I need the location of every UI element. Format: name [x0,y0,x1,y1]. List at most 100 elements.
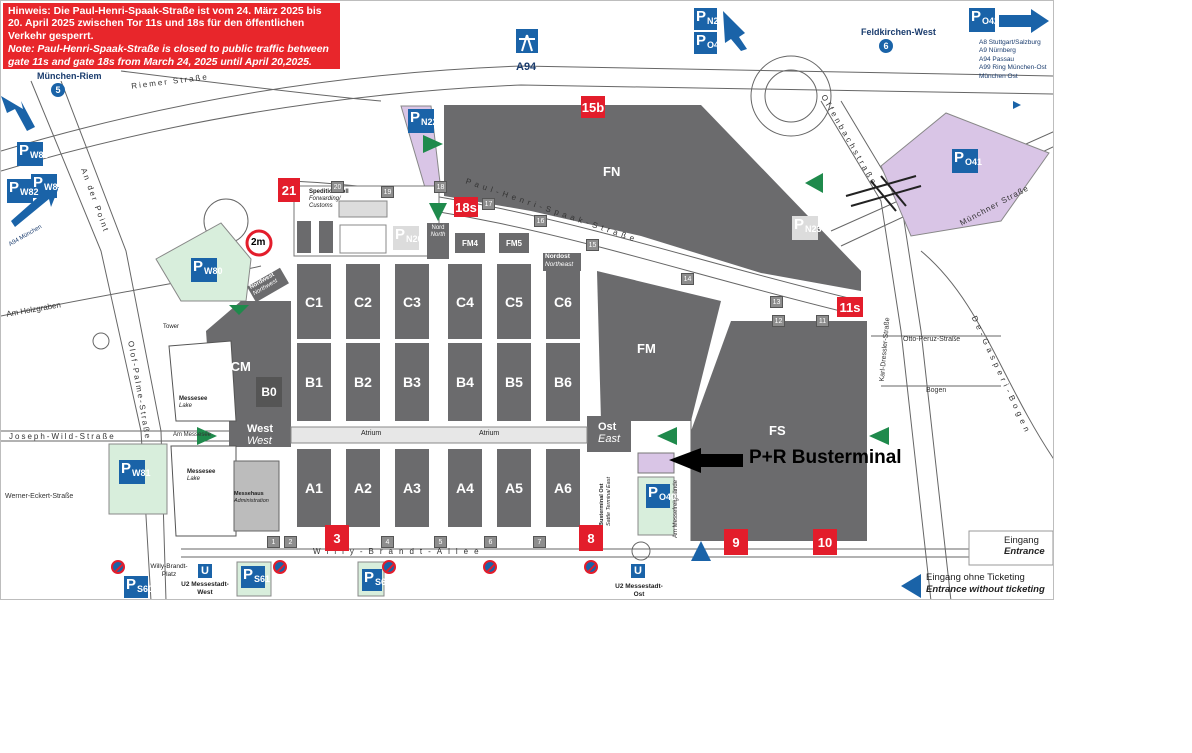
gate-11[interactable]: 11 [816,315,829,327]
atrium-label-2: Atrium [479,430,500,437]
hall-b3[interactable]: B3 [395,343,429,421]
hall-b1[interactable]: B1 [297,343,331,421]
riemer-road [120,70,382,102]
gate-7[interactable]: 7 [533,536,546,548]
hall-b2[interactable]: B2 [346,343,380,421]
street-freigelaende: Am Messefreigelände [673,479,680,539]
gate-17[interactable]: 17 [482,198,495,210]
gate-21[interactable]: 21 [278,178,300,202]
gate-13[interactable]: 13 [770,296,783,308]
exit-6-name: Feldkirchen-West [861,27,936,37]
hall-c4[interactable]: C4 [448,264,482,339]
messesee-north-label: Messesee Lake [179,396,207,410]
gate-19[interactable]: 19 [381,186,394,198]
gate-20[interactable]: 20 [331,181,344,193]
hall-a4[interactable]: A4 [448,449,482,527]
entrance-ost[interactable]: Ost East [598,421,620,445]
hall-b0[interactable]: B0 [256,377,282,407]
hall-a6[interactable]: A6 [546,449,580,527]
hall-a2[interactable]: A2 [346,449,380,527]
gate-6[interactable]: 6 [484,536,497,548]
gate-12[interactable]: 12 [772,315,785,327]
gate-18[interactable]: 18 [434,181,447,193]
street-messesee: Am Messesee [173,432,212,438]
spedition-label-de: Spedition/Zoll [309,189,349,195]
hall-fn-label[interactable]: FN [603,164,621,179]
hall-b6[interactable]: B6 [546,343,580,421]
hall-c5[interactable]: C5 [497,264,531,339]
a94-road-top [1,65,1053,152]
gate-16[interactable]: 16 [534,215,547,227]
gate-2[interactable]: 2 [284,536,297,548]
hall-a3[interactable]: A3 [395,449,429,527]
gate-1[interactable]: 1 [267,536,280,548]
gate-5[interactable]: 5 [434,536,447,548]
busterminal-label: Busterminal Ost Sattle Terminal East [599,466,612,526]
hall-c3[interactable]: C3 [395,264,429,339]
spedition-building [338,200,388,218]
messesee-south [170,445,237,537]
gate-4[interactable]: 4 [381,536,394,548]
gate-14[interactable]: 14 [681,273,694,285]
hall-c1[interactable]: C1 [297,264,331,339]
hall-c6[interactable]: C6 [546,264,580,339]
entrance-nord[interactable]: Nord North [427,223,449,259]
exit-6-badge: 6 [879,39,893,53]
ubahn-west-label: U2 Messestadt-West [181,581,229,596]
ost-entrance-shape [587,416,631,452]
hall-fm5[interactable]: FM5 [499,233,529,253]
entrance-west[interactable]: West West [247,423,273,447]
motorway-sign [516,29,538,53]
gate-18s[interactable]: 18s [454,197,478,217]
point-road-1 [30,80,152,599]
closure-notice: Hinweis: Die Paul-Henri-Spaak-Straße ist… [3,3,340,69]
hall-fs-label[interactable]: FS [769,423,786,438]
entrance-nordost[interactable]: Nordost Northeast [543,253,581,271]
roundabout-ost [631,541,651,561]
gate-11s[interactable]: 11s [837,297,863,317]
legend-noticket-en: Entrance without ticketing [926,584,1045,595]
ubahn-ost-icon: U [631,564,645,578]
hall-icm-label[interactable]: ICM [227,359,251,374]
gate-8[interactable]: 8 [579,525,603,551]
gate-10[interactable]: 10 [813,529,837,555]
hall-a1[interactable]: A1 [297,449,331,527]
gate-15[interactable]: 15 [586,239,599,251]
entrance-marker-fn [805,173,823,193]
legend-noticket-de: Eingang ohne Ticketing [926,572,1025,583]
hall-a5[interactable]: A5 [497,449,531,527]
hall-b5[interactable]: B5 [497,343,531,421]
direction-item: A94 Passau [979,55,1015,63]
gate-3[interactable]: 3 [325,525,349,551]
entrance-ost-de: Ost [598,421,617,433]
hall-fm-label[interactable]: FM [637,341,656,356]
directions-list: A8 Stuttgart/Salzburg A9 Nürnberg A94 Pa… [979,39,1047,81]
no-parking-icon [111,560,125,574]
gate-15b[interactable]: 15b [581,96,605,118]
hall-b4[interactable]: B4 [448,343,482,421]
hall-c2[interactable]: C2 [346,264,380,339]
street-willy: Willy-Brandt-Allee [313,547,485,556]
messehaus-label: Messehaus Administration [234,491,269,504]
hall-fm4[interactable]: FM4 [455,233,485,253]
gate-9[interactable]: 9 [724,529,748,555]
street-bogen: Bogen [926,387,947,394]
entrance-west-en: West [247,435,272,447]
a94-road-bottom [1,84,1053,172]
